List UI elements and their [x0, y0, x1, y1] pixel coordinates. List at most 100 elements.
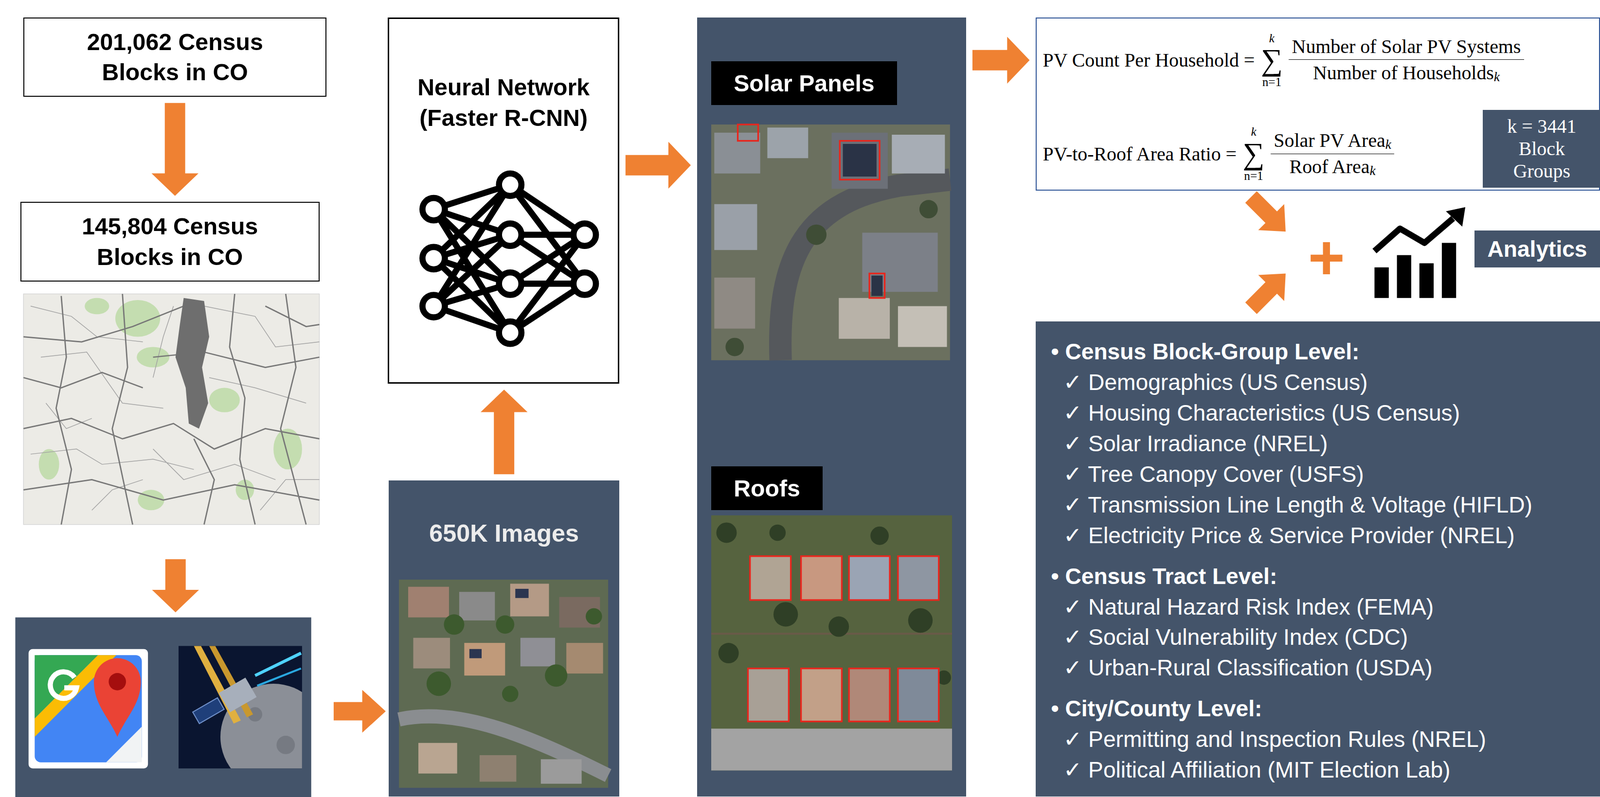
process-box: 201,062 Census Blocks in CO [23, 17, 327, 98]
tree [443, 614, 465, 635]
light-beam [194, 646, 241, 724]
house-roof [408, 587, 450, 618]
sum-stack: k∑n=1 [1260, 31, 1283, 90]
house-roof [558, 597, 600, 629]
subscript: k [1369, 163, 1376, 179]
formula-lhs: PV Count Per Household = [1042, 49, 1256, 72]
flow-arrow [151, 103, 198, 197]
network-node [422, 294, 445, 318]
detection-box [737, 124, 759, 142]
aerial-road [780, 179, 951, 360]
flow-arrow [1238, 183, 1299, 245]
light-trail [254, 653, 301, 676]
house-roof [540, 759, 582, 784]
data-source-item: ✓ Electricity Price & Service Provider (… [1035, 520, 1515, 552]
neural-network-icon [422, 173, 596, 344]
sum-limit: n=1 [1262, 75, 1282, 90]
data-source-item: ✓ Tree Canopy Cover (USFS) [1035, 459, 1365, 490]
forest-patch [235, 479, 255, 501]
group-heading: • Census Tract Level: [1035, 561, 1277, 593]
denominator-row: Number of Householdsk [1310, 59, 1504, 84]
icon-yellow [34, 655, 117, 738]
denominator: Number of Households [1312, 61, 1494, 84]
formula-row: PV-to-Roof Area Ratio =k∑n=1Solar PV Are… [1042, 117, 1395, 191]
house-roof [464, 643, 505, 676]
data-source-item: ✓ Urban-Rural Classification (USDA) [1035, 652, 1433, 684]
aerial-ground [398, 579, 609, 789]
network-node [422, 247, 445, 270]
network-node [499, 223, 522, 247]
sum-stack: k∑n=1 [1242, 125, 1265, 183]
tree [919, 199, 938, 219]
solar-array [871, 275, 883, 297]
crater [276, 736, 295, 755]
major-roads [23, 293, 320, 525]
urban-cluster [175, 298, 210, 430]
forest-patch [38, 449, 60, 480]
solar-array [469, 649, 482, 659]
formula-box: PV Count Per Household =k∑n=1Number of S… [1035, 17, 1600, 192]
box-label: Analytics [1487, 235, 1587, 263]
data-source-item: ✓ Transmission Line Length & Voltage (HI… [1035, 489, 1533, 521]
map-pin-hole [108, 673, 126, 691]
network-node [499, 272, 522, 295]
roof-detection-image [711, 515, 953, 772]
sum-limit: k [1269, 31, 1275, 46]
imagery-source-panel [15, 617, 311, 797]
house-roof [767, 127, 809, 159]
box-label: 145,804 Census Blocks in CO [60, 211, 280, 273]
detection-box [801, 668, 843, 722]
space-ground [178, 646, 303, 769]
numerator-row: Number of Solar PV Systems [1288, 35, 1524, 60]
box-label: Neural Network (Faster R-CNN) [394, 71, 614, 134]
arrow-stem [972, 50, 1009, 71]
chart-bar [1441, 242, 1457, 298]
detection-panel: Solar PanelsRoofs [697, 17, 967, 797]
subscript: k [1385, 137, 1392, 152]
forest-patch [115, 300, 161, 338]
data-source-item: ✓ Solar Irradiance (NREL) [1035, 428, 1328, 460]
light-beam [209, 646, 253, 718]
fraction: Number of Solar PV SystemsNumber of Hous… [1288, 35, 1524, 84]
network-node [499, 321, 522, 344]
moon-group [220, 683, 303, 769]
tree [716, 522, 737, 543]
denominator: Roof Area [1289, 155, 1370, 178]
tree [725, 338, 744, 357]
data-source-panel: • Census Block-Group Level:✓ Demographic… [1035, 321, 1600, 797]
network-node [499, 173, 522, 197]
detection-box [869, 273, 885, 298]
forest-patch [136, 347, 170, 368]
aerial-road [398, 716, 609, 776]
tree [936, 670, 952, 685]
data-source-item: ✓ Housing Characteristics (US Census) [1035, 397, 1460, 429]
satellite-body [218, 677, 257, 713]
arrow-head [1006, 36, 1030, 84]
chart-bar [1397, 255, 1412, 299]
tree [495, 615, 515, 634]
crater [248, 707, 263, 722]
forest-patch [84, 298, 109, 315]
imagery-panel: 650K Images [388, 480, 620, 797]
house-roof [714, 132, 760, 174]
house-roof [714, 204, 757, 251]
group-heading: • Census Block-Group Level: [1035, 336, 1360, 368]
arrow-stem [164, 103, 186, 175]
house-roof [801, 668, 843, 722]
house-roof [898, 306, 948, 348]
icon-green [34, 655, 98, 719]
flow-arrow [333, 690, 386, 734]
house-roof [898, 556, 939, 601]
house-roof [848, 668, 890, 722]
numerator-row: Solar PV Areak [1270, 129, 1395, 155]
arrow-head [668, 142, 691, 189]
analytics-tag: Analytics [1474, 230, 1600, 268]
detection-box [898, 556, 939, 601]
detection-box [748, 668, 790, 722]
network-node [422, 197, 445, 221]
data-source-item: ✓ Natural Hazard Risk Index (FEMA) [1035, 592, 1434, 623]
data-source-item: ✓ Political Affiliation (MIT Election La… [1035, 755, 1451, 786]
detection-box [801, 556, 843, 601]
house-roof [714, 277, 756, 329]
icon-blue [34, 655, 142, 763]
